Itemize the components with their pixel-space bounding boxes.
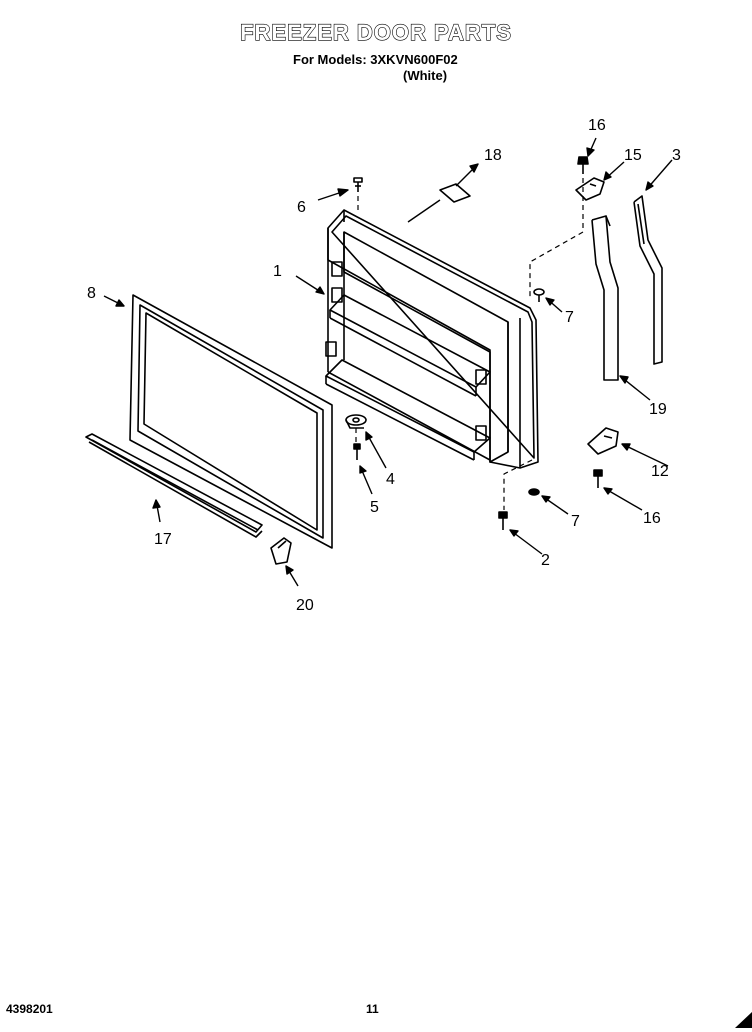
callout-labels: 1 2 3 4 5 6 7 7 8 12 15 16 16 17 18 19 2… [87,117,681,614]
leader-arrows [103,137,673,587]
doc-number: 4398201 [6,1002,53,1016]
page-number: 11 [366,1002,379,1016]
washer-part-4 [345,414,367,429]
corner-mark [735,1012,752,1028]
callout-15: 15 [624,147,642,164]
models-line: For Models: 3XKVN600F02 [293,52,458,67]
callout-7-upper: 7 [565,309,574,326]
callout-20: 20 [296,597,314,614]
callout-16-top: 16 [588,117,606,134]
callout-2: 2 [541,552,550,569]
door-gasket-part-8 [129,294,333,549]
clip-part-20 [270,537,292,565]
handle-part-19 [591,215,619,381]
plug-part-7-lower [528,488,540,496]
callout-18: 18 [484,147,502,164]
callout-4: 4 [386,471,395,488]
label-part-18 [439,183,471,203]
callout-6: 6 [297,199,306,216]
screw-part-16-bottom [593,469,603,488]
callout-3: 3 [672,147,681,164]
screw-part-6 [353,177,363,192]
callout-16-bottom: 16 [643,510,661,527]
screw-part-16-top [577,156,589,174]
callout-12: 12 [651,463,669,480]
callout-5: 5 [370,499,379,516]
handle-trim-part-3 [633,195,663,365]
hinge-bracket-part-12 [587,427,619,455]
page-title: FREEZER DOOR PARTS [239,19,512,45]
hinge-bracket-part-15 [575,177,605,201]
callout-19: 19 [649,401,667,418]
plug-part-7-upper [533,288,545,302]
callout-1: 1 [273,263,282,280]
door-liner-part-1 [325,209,539,469]
trim-strip-part-17 [85,433,263,538]
callout-7-lower: 7 [571,513,580,530]
screw-part-2 [498,511,508,530]
screw-part-5 [353,443,361,460]
assembly-dashed-lines [355,178,584,510]
color-line: (White) [403,68,448,83]
callout-8: 8 [87,285,96,302]
callout-17: 17 [154,531,172,548]
